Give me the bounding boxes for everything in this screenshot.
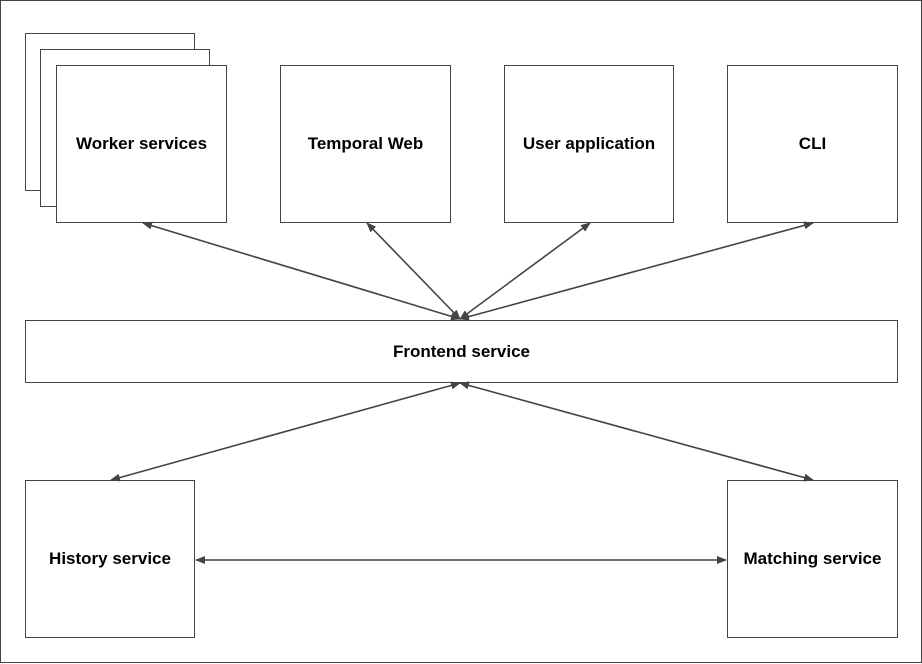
arrow-frontend-user xyxy=(459,222,591,320)
matching-service-label: Matching service xyxy=(743,549,882,568)
worker-services-node: Worker services xyxy=(56,65,227,223)
frontend-service-label: Frontend service xyxy=(393,341,530,361)
arrow-frontend-web xyxy=(366,222,461,320)
worker-services-label: Worker services xyxy=(75,134,208,153)
arrow-frontend-cli xyxy=(459,221,814,321)
history-service-label: History service xyxy=(49,549,171,568)
history-service-node: History service xyxy=(25,480,195,638)
arrow-frontend-history xyxy=(110,381,461,482)
user-application-label: User application xyxy=(522,134,656,153)
temporal-web-label: Temporal Web xyxy=(307,134,424,153)
cli-label: CLI xyxy=(798,134,827,153)
arrow-frontend-matching xyxy=(459,381,814,482)
matching-service-node: Matching service xyxy=(727,480,898,638)
temporal-web-node: Temporal Web xyxy=(280,65,451,223)
